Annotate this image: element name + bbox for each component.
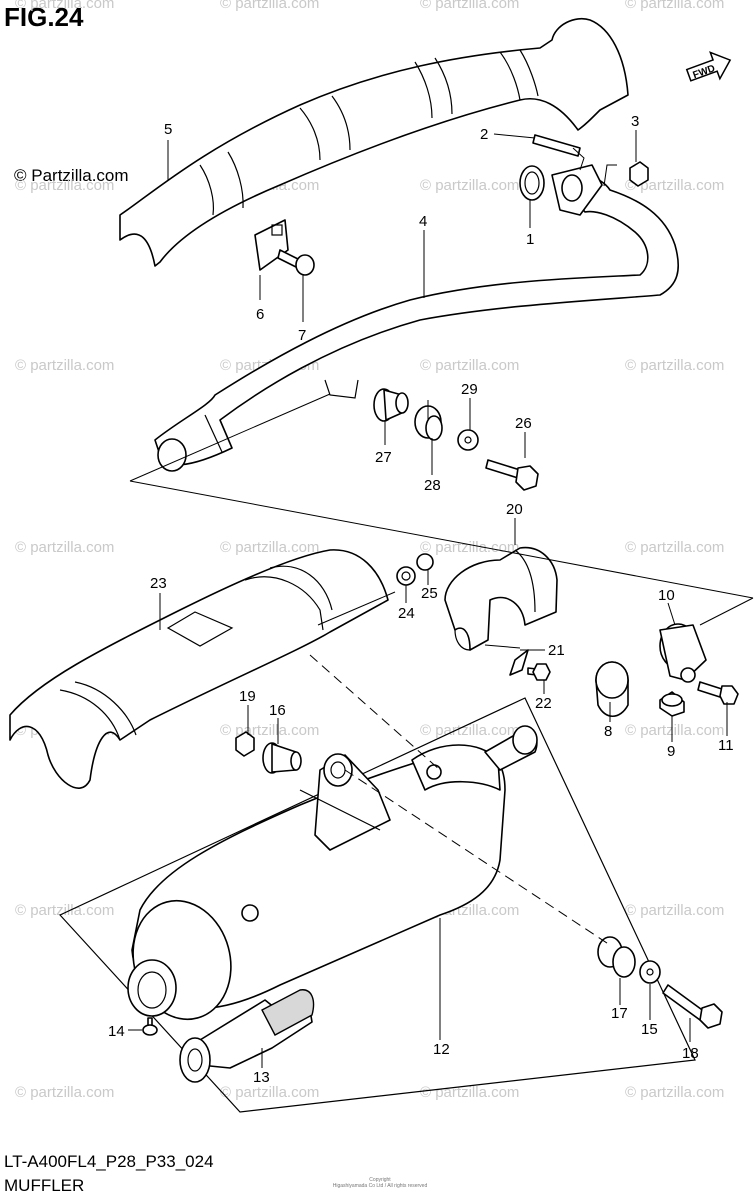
watermark-text: © partzilla.com (625, 1084, 724, 1101)
part-3-nut[interactable] (629, 161, 649, 187)
callout-18[interactable]: 18 (682, 1045, 699, 1062)
callout-20[interactable]: 20 (506, 501, 523, 518)
part-18-bolt[interactable] (662, 984, 723, 1029)
callout-7[interactable]: 7 (298, 327, 306, 344)
watermark-text: © partzilla.com (420, 177, 519, 194)
part-29-washer[interactable] (457, 429, 479, 451)
part-23-muffler-shield[interactable] (9, 549, 389, 789)
callout-5[interactable]: 5 (164, 121, 172, 138)
callout-28[interactable]: 28 (424, 477, 441, 494)
callout-12[interactable]: 12 (433, 1041, 450, 1058)
part-22-bolt[interactable] (527, 663, 551, 681)
part-15-washer[interactable] (639, 960, 661, 984)
callout-1[interactable]: 1 (526, 231, 534, 248)
watermark-text: © partzilla.com (420, 357, 519, 374)
callout-leaders (128, 130, 728, 1068)
section-name: MUFFLER (4, 1176, 85, 1195)
watermark-text: © partzilla.com (220, 722, 319, 739)
watermark-text: © partzilla.com (420, 1084, 519, 1101)
callout-25[interactable]: 25 (421, 585, 438, 602)
part-24-washer[interactable] (396, 566, 416, 586)
callout-9[interactable]: 9 (667, 743, 675, 760)
part-6-bracket[interactable] (254, 219, 289, 271)
callout-17[interactable]: 17 (611, 1005, 628, 1022)
callout-2[interactable]: 2 (480, 126, 488, 143)
callout-14[interactable]: 14 (108, 1023, 125, 1040)
callout-8[interactable]: 8 (604, 723, 612, 740)
watermark-text: © partzilla.com (625, 0, 724, 12)
callout-24[interactable]: 24 (398, 605, 415, 622)
part-8-sleeve[interactable] (595, 661, 629, 718)
assembly-lines (129, 147, 754, 946)
watermark-text: © partzilla.com (15, 1084, 114, 1101)
watermark-text: © partzilla.com (15, 357, 114, 374)
callout-13[interactable]: 13 (253, 1069, 270, 1086)
callout-3[interactable]: 3 (631, 113, 639, 130)
watermark-text: © partzilla.com (420, 0, 519, 12)
model-code: LT-A400FL4_P28_P33_024 (4, 1152, 214, 1171)
watermark-text: © partzilla.com (420, 539, 519, 556)
watermark-text: © partzilla.com (420, 722, 519, 739)
watermark-layer: © partzilla.com © partzilla.com © partzill… (15, 0, 724, 1101)
callout-21[interactable]: 21 (548, 642, 565, 659)
watermark-text: © partzilla.com (15, 177, 114, 194)
forward-arrow-icon: FWD (685, 51, 732, 82)
watermark-text: © partzilla.com (15, 0, 114, 12)
watermark-text: © partzilla.com (15, 539, 114, 556)
callout-4[interactable]: 4 (419, 213, 427, 230)
callout-15[interactable]: 15 (641, 1021, 658, 1038)
callout-27[interactable]: 27 (375, 449, 392, 466)
callout-29[interactable]: 29 (461, 381, 478, 398)
part-16-bushing[interactable] (262, 742, 302, 774)
watermark-text: © partzilla.com (625, 722, 724, 739)
watermark-text: © partzilla.com (625, 357, 724, 374)
watermark-text: © partzilla.com (625, 902, 724, 919)
part-9-spacer[interactable] (659, 691, 685, 717)
watermark-text: © partzilla.com (220, 1084, 319, 1101)
watermark-text: © partzilla.com (625, 539, 724, 556)
copyright-notice: © Partzilla.com (14, 166, 129, 185)
callout-26[interactable]: 26 (515, 415, 532, 432)
part-20-cover[interactable] (444, 546, 558, 651)
part-26-bolt[interactable] (485, 459, 539, 491)
callout-19[interactable]: 19 (239, 688, 256, 705)
callout-6[interactable]: 6 (256, 306, 264, 323)
part-25-nut[interactable] (416, 553, 434, 571)
part-19-nut[interactable] (235, 731, 255, 757)
part-27-bushing[interactable] (373, 388, 409, 422)
part-7-bolt[interactable] (277, 249, 315, 276)
part-17-grommet[interactable] (597, 936, 636, 978)
fine-print-line-2: Higashiyamada Co Ltd / All rights reserv… (332, 1183, 428, 1189)
figure-title: FIG.24 (4, 2, 84, 32)
part-10-clamp[interactable] (659, 623, 707, 683)
part-12-muffler[interactable] (59, 697, 696, 1113)
part-5-heat-shield[interactable] (119, 18, 629, 267)
watermark-text: © partzilla.com (625, 177, 724, 194)
callout-labels: 5 1 2 3 4 6 7 27 28 29 26 20 23 24 25 21… (108, 113, 734, 1086)
watermark-text: © partzilla.com (220, 539, 319, 556)
callout-10[interactable]: 10 (658, 587, 675, 604)
fine-print: Copyright Higashiyamada Co Ltd / All rig… (300, 1177, 460, 1189)
part-1-gasket[interactable] (519, 165, 545, 201)
callout-16[interactable]: 16 (269, 702, 286, 719)
watermark-text: © partzilla.com (220, 0, 319, 12)
callout-11[interactable]: 11 (718, 737, 734, 754)
part-28-grommet[interactable] (414, 405, 443, 441)
part-2-stud[interactable] (532, 134, 581, 157)
part-4-exhaust-pipe[interactable] (154, 164, 679, 472)
fine-print-line-1: Copyright (369, 1177, 391, 1183)
callout-22[interactable]: 22 (535, 695, 552, 712)
part-13-spark-arrestor[interactable] (179, 989, 315, 1083)
part-14-screw[interactable] (142, 1017, 158, 1036)
part-11-bolt[interactable] (697, 681, 739, 705)
callout-23[interactable]: 23 (150, 575, 167, 592)
watermark-text: © partzilla.com (15, 902, 114, 919)
part-21-bracket[interactable] (509, 649, 529, 676)
